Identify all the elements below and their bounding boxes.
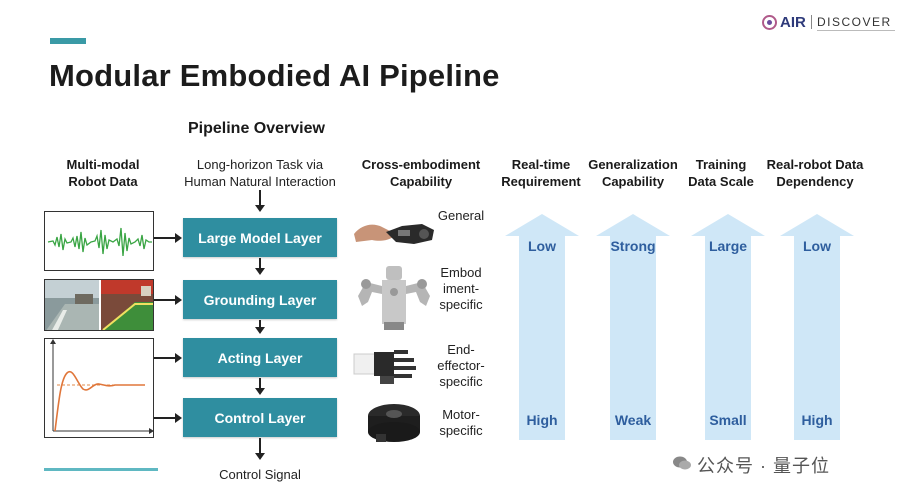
logo-mark-icon [762, 15, 777, 30]
embodiment-level-line: specific [430, 297, 492, 313]
logo-air-text: AIR [780, 14, 806, 31]
embodiment-level-line: specific [430, 423, 492, 439]
column-header-line: Multi-modal [48, 156, 158, 173]
flow-arrow-line [259, 378, 261, 388]
flow-arrow-line [259, 190, 261, 206]
audio-waveform-thumbnail [44, 211, 154, 271]
arrow-generalization: Strong Weak [596, 214, 670, 440]
arrow-realrobot: Low High [780, 214, 854, 440]
embodiment-level-end-effector-specific: End- effector- specific [430, 342, 492, 390]
column-header-line: Real-robot Data [757, 156, 873, 173]
flow-arrow-line [259, 320, 261, 327]
arrow-bottom-value: Small [691, 412, 765, 428]
column-header-generalization: Generalization Capability [581, 156, 685, 190]
embodiment-level-line: specific [430, 374, 492, 390]
acting-layer-box: Acting Layer [183, 338, 337, 377]
column-header-line: Training [683, 156, 759, 173]
data-arrow-head [175, 413, 182, 423]
wechat-icon [672, 455, 692, 471]
control-signal-label: Control Signal [200, 466, 320, 483]
flow-arrow-line [259, 438, 261, 454]
data-arrow-head [175, 233, 182, 243]
embodiment-level-embodiment-specific: Embod iment- specific [430, 265, 492, 313]
logo-divider [811, 15, 812, 29]
embodiment-level-line: Embod [430, 265, 492, 281]
column-header-line: Dependency [757, 173, 873, 190]
arrow-bottom-value: High [505, 412, 579, 428]
logo-underline [817, 30, 895, 31]
data-arrow-line [154, 417, 176, 419]
column-header-realtime: Real-time Requirement [488, 156, 594, 190]
data-arrow-line [154, 237, 176, 239]
column-header-line: Cross-embodiment [354, 156, 488, 173]
column-header-embodiment: Cross-embodiment Capability [354, 156, 488, 190]
column-header-realrobot: Real-robot Data Dependency [757, 156, 873, 190]
dual-arm-robot-image [352, 262, 436, 332]
large-model-layer-box: Large Model Layer [183, 218, 337, 257]
arrow-realtime: Low High [505, 214, 579, 440]
flow-arrow-line [259, 258, 261, 268]
motor-image [352, 396, 436, 446]
embodiment-level-line: End- [430, 342, 492, 358]
page-title: Modular Embodied AI Pipeline [49, 58, 500, 94]
air-discover-logo: AIR DISCOVER [762, 12, 896, 34]
flow-arrow-head [255, 327, 265, 334]
task-line: Long-horizon Task via [170, 156, 350, 173]
flow-arrow-head [255, 388, 265, 395]
arrow-top-value: Low [505, 238, 579, 254]
arrow-top-value: Low [780, 238, 854, 254]
column-header-training: Training Data Scale [683, 156, 759, 190]
pipeline-overview-title: Pipeline Overview [188, 120, 325, 138]
control-layer-box: Control Layer [183, 398, 337, 437]
logo-discover-text: DISCOVER [817, 15, 892, 29]
column-header-line: Robot Data [48, 173, 158, 190]
flow-arrow-head [255, 205, 265, 212]
arrow-training: Large Small [691, 214, 765, 440]
robot-scene-thumbnail [44, 279, 154, 331]
embodiment-level-line: iment- [430, 281, 492, 297]
watermark-text: 公众号 · 量子位 [697, 452, 830, 478]
data-arrow-line [154, 357, 176, 359]
embodiment-level-line: Motor- [430, 407, 492, 423]
column-header-data: Multi-modal Robot Data [48, 156, 158, 190]
task-line: Human Natural Interaction [170, 173, 350, 190]
column-header-line: Generalization [581, 156, 685, 173]
column-header-line: Real-time [488, 156, 594, 173]
column-header-line: Requirement [488, 173, 594, 190]
data-arrow-line [154, 299, 176, 301]
column-header-line: Data Scale [683, 173, 759, 190]
embodiment-level-line: effector- [430, 358, 492, 374]
task-description: Long-horizon Task via Human Natural Inte… [170, 156, 350, 190]
grounding-layer-box: Grounding Layer [183, 280, 337, 319]
arrow-bottom-value: High [780, 412, 854, 428]
step-response-plot-thumbnail [44, 338, 154, 438]
handshake-robot-hand-image [352, 206, 436, 256]
footer-accent-line [44, 468, 158, 471]
embodiment-level-motor-specific: Motor- specific [430, 407, 492, 439]
data-arrow-head [175, 295, 182, 305]
arrow-top-value: Large [691, 238, 765, 254]
column-header-line: Capability [354, 173, 488, 190]
embodiment-level-general: General [430, 208, 492, 224]
accent-bar [50, 38, 86, 44]
data-arrow-head [175, 353, 182, 363]
end-effector-hand-image [352, 340, 436, 388]
flow-arrow-head [255, 453, 265, 460]
embodiment-level-line: General [430, 208, 492, 224]
arrow-bottom-value: Weak [596, 412, 670, 428]
arrow-top-value: Strong [596, 238, 670, 254]
flow-arrow-head [255, 268, 265, 275]
column-header-line: Capability [581, 173, 685, 190]
